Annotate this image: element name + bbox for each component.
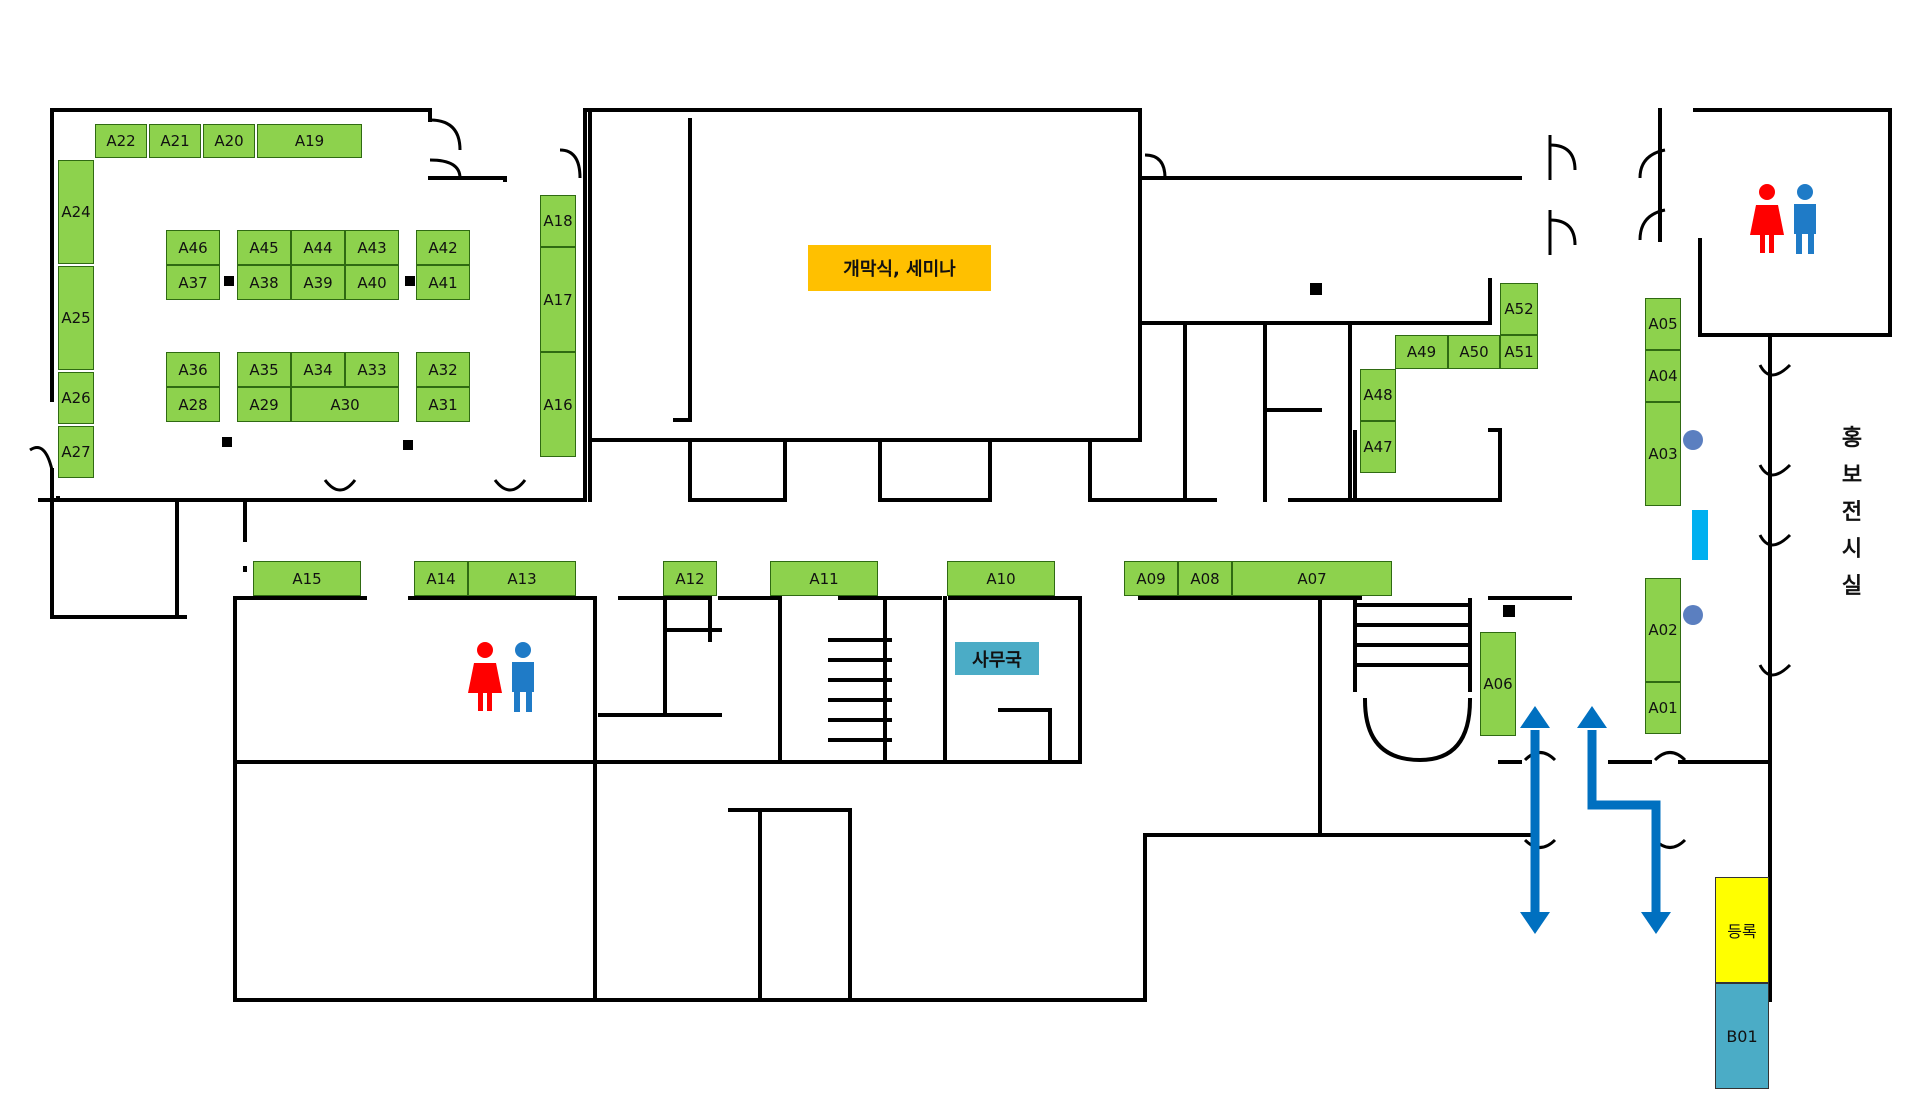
wall-center-bottom — [1138, 473, 1352, 502]
booth-a11[interactable]: A11 — [770, 561, 878, 596]
promo-room-char: 홍 — [1841, 426, 1863, 451]
promo-room-label: 홍 보 전 시 실 — [1837, 420, 1867, 605]
booth-a52[interactable]: A52 — [1500, 283, 1538, 335]
restroom-icon — [1750, 184, 1816, 254]
booth-a15[interactable]: A15 — [253, 561, 361, 596]
wall-south-inner — [598, 596, 722, 717]
booth-a01[interactable]: A01 — [1645, 682, 1681, 734]
booth-a41[interactable]: A41 — [416, 265, 470, 300]
promo-room-char: 시 — [1841, 537, 1863, 562]
main-hall-label[interactable]: 개막식, 세미나 — [808, 245, 991, 291]
wall-a47-bracket — [1488, 428, 1502, 502]
booth-a22[interactable]: A22 — [95, 124, 147, 158]
promo-room-char: 보 — [1841, 463, 1863, 488]
wall-center-rooms — [1183, 321, 1352, 502]
wall-main-hall-rooms — [688, 438, 1142, 502]
booth-a34[interactable]: A34 — [291, 352, 345, 387]
booth-a45[interactable]: A45 — [237, 230, 291, 265]
booth-a06[interactable]: A06 — [1480, 632, 1516, 736]
booth-a18[interactable]: A18 — [540, 195, 576, 247]
wall-west-top — [50, 108, 432, 122]
booth-a04[interactable]: A04 — [1645, 350, 1681, 402]
info-marker — [1683, 430, 1708, 625]
booth-a02[interactable]: A02 — [1645, 578, 1681, 682]
booth-a33[interactable]: A33 — [345, 352, 399, 387]
booth-a19[interactable]: A19 — [257, 124, 362, 158]
booth-a30[interactable]: A30 — [291, 387, 399, 422]
booth-a47[interactable]: A47 — [1360, 421, 1396, 473]
curved-stair — [1362, 697, 1473, 763]
booth-a44[interactable]: A44 — [291, 230, 345, 265]
stairs-west — [828, 638, 892, 742]
wall-entrance — [1498, 760, 1772, 837]
booth-a29[interactable]: A29 — [237, 387, 291, 422]
wall-main-hall — [588, 108, 1142, 502]
booth-a50[interactable]: A50 — [1448, 335, 1500, 369]
booth-a39[interactable]: A39 — [291, 265, 345, 300]
booth-a21[interactable]: A21 — [149, 124, 201, 158]
booth-a31[interactable]: A31 — [416, 387, 470, 422]
booth-a26[interactable]: A26 — [58, 372, 94, 424]
booth-a07[interactable]: A07 — [1232, 561, 1392, 596]
booth-a49[interactable]: A49 — [1395, 335, 1448, 369]
booth-a12[interactable]: A12 — [663, 561, 717, 596]
wall-west-lower-left — [38, 498, 187, 619]
wall-main-hall-inner — [673, 118, 692, 422]
direction-arrow-icon — [1520, 706, 1671, 934]
booth-a17[interactable]: A17 — [540, 247, 576, 352]
booth-a13[interactable]: A13 — [468, 561, 576, 596]
booth-a51[interactable]: A51 — [1500, 335, 1538, 369]
booth-a05[interactable]: A05 — [1645, 298, 1681, 350]
booth-a08[interactable]: A08 — [1178, 561, 1232, 596]
booth-a20[interactable]: A20 — [203, 124, 255, 158]
promo-room-char: 실 — [1841, 574, 1863, 599]
pillar-marker — [222, 276, 1515, 617]
wall-center-top — [1138, 176, 1522, 325]
booth-b01[interactable]: B01 — [1715, 983, 1769, 1089]
booth-a46[interactable]: A46 — [166, 230, 220, 265]
booth-a32[interactable]: A32 — [416, 352, 470, 387]
wall-south-east — [1318, 596, 1572, 837]
booth-a03[interactable]: A03 — [1645, 402, 1681, 506]
wall-south-bottom — [593, 760, 852, 1002]
door-icon — [29, 118, 1792, 849]
booth-a43[interactable]: A43 — [345, 230, 399, 265]
wall-south-room2 — [593, 596, 952, 764]
booth-a14[interactable]: A14 — [414, 561, 468, 596]
booth-a27[interactable]: A27 — [58, 426, 94, 478]
stairs-east — [1353, 598, 1472, 692]
booth-a35[interactable]: A35 — [237, 352, 291, 387]
wall-south-room1 — [233, 596, 597, 764]
wall-south-outer — [233, 596, 1532, 1002]
booth-a48[interactable]: A48 — [1360, 369, 1396, 421]
booth-a16[interactable]: A16 — [540, 352, 576, 457]
booth-a25[interactable]: A25 — [58, 266, 94, 370]
wall-restroom-right — [1658, 108, 1892, 337]
restroom-icon — [468, 642, 534, 712]
booth-a37[interactable]: A37 — [166, 265, 220, 300]
booth-a40[interactable]: A40 — [345, 265, 399, 300]
promo-room-char: 전 — [1841, 500, 1863, 525]
booth-a10[interactable]: A10 — [947, 561, 1055, 596]
wall-office — [943, 596, 1052, 764]
booth-a24[interactable]: A24 — [58, 160, 94, 264]
booth-a42[interactable]: A42 — [416, 230, 470, 265]
booth-a38[interactable]: A38 — [237, 265, 291, 300]
booth-a09[interactable]: A09 — [1124, 561, 1178, 596]
booth-a36[interactable]: A36 — [166, 352, 220, 387]
wall-west-top-notch — [428, 176, 507, 182]
booth-a28[interactable]: A28 — [166, 387, 220, 422]
office-label[interactable]: 사무국 — [955, 642, 1039, 675]
registration-desk[interactable]: 등록 — [1715, 877, 1769, 983]
wall-west-corridor — [175, 498, 247, 619]
